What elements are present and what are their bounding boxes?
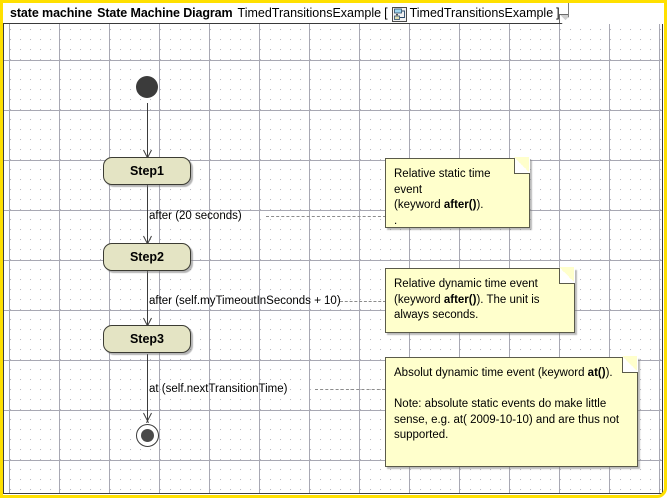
note2-line2-pre: (keyword xyxy=(394,293,444,306)
transition-label-after-dynamic[interactable]: after (self.myTimeoutInSeconds + 10) xyxy=(149,295,341,307)
note-fold-corner xyxy=(622,356,638,373)
transition-line-step3-final[interactable] xyxy=(147,354,148,420)
note-link-3 xyxy=(315,389,385,390)
transition-line-step2-step3[interactable] xyxy=(147,270,148,325)
note2-line-2: (keyword after()). The unit is xyxy=(394,293,565,309)
note-relative-static-time-event[interactable]: Relative static time event (keyword afte… xyxy=(385,157,530,230)
note3-line-3: Note: absolute static events do make lit… xyxy=(394,397,628,413)
note-link-2 xyxy=(340,301,386,302)
note2-line2-post: ). The unit is xyxy=(476,293,540,306)
note2-line-3: always seconds. xyxy=(394,308,565,324)
note1-line2-post: ). xyxy=(476,199,484,211)
diagram-name: TimedTransitionsExample xyxy=(237,6,382,20)
state-step2-label: Step2 xyxy=(129,250,165,264)
initial-state-node[interactable] xyxy=(136,76,158,98)
note3-line-4: sense, e.g. at( 2009-10-10) and are thus… xyxy=(394,413,628,429)
note-fold-corner xyxy=(559,267,575,284)
note3-line5-text: supported. xyxy=(394,429,449,441)
note1-line3-text: . xyxy=(394,214,398,227)
note1-line2-keyword: after() xyxy=(443,199,477,211)
note3-line1-pre: Absolut dynamic time event (keyword xyxy=(394,367,588,379)
transition-arrowhead-final xyxy=(142,413,153,422)
note2-line2-keyword: after() xyxy=(443,293,477,306)
note-link-1 xyxy=(266,216,386,217)
bracket-close: ] xyxy=(556,6,560,20)
note1-line-1: Relative static time event xyxy=(394,167,520,198)
diagram-type-label: State Machine Diagram xyxy=(97,6,233,20)
state-step2[interactable]: Step2 xyxy=(103,243,191,271)
transition-label-after-20-seconds[interactable]: after (20 seconds) xyxy=(149,210,242,222)
note1-line2-pre: (keyword xyxy=(394,199,444,211)
note3-blank-line xyxy=(394,382,628,398)
note3-line-1: Absolut dynamic time event (keyword at()… xyxy=(394,366,628,382)
note1-line-3: . xyxy=(394,214,520,230)
transition-line-step1-step2[interactable] xyxy=(147,185,148,243)
note3-line-5: supported. xyxy=(394,428,628,444)
note3-line1-keyword: at() xyxy=(587,367,606,379)
state-step1[interactable]: Step1 xyxy=(103,157,191,185)
state-step1-label: Step1 xyxy=(129,164,165,178)
state-machine-icon xyxy=(392,7,407,22)
note2-line3-text: always seconds. xyxy=(394,309,479,321)
note3-line4-text: sense, e.g. at( 2009-10-10) and are thus… xyxy=(394,413,620,426)
note1-line1-text: Relative static time event xyxy=(394,168,491,196)
note2-line-1: Relative dynamic time event xyxy=(394,277,565,293)
diagram-keyword: state machine xyxy=(10,6,93,20)
note1-line-2: (keyword after()). xyxy=(394,198,520,214)
note-relative-dynamic-time-event[interactable]: Relative dynamic time event (keyword aft… xyxy=(385,267,575,333)
transition-label-at-next-transition-time[interactable]: at (self.nextTransitionTime) xyxy=(149,383,288,395)
state-step3-label: Step3 xyxy=(129,332,165,346)
final-state-node[interactable] xyxy=(136,424,159,447)
state-step3[interactable]: Step3 xyxy=(103,325,191,353)
bracket-open: [ xyxy=(384,6,388,20)
note-fold-corner xyxy=(514,157,530,174)
diagram-inner-name: TimedTransitionsExample xyxy=(409,6,554,20)
diagram-header-tab[interactable]: state machine State Machine Diagram Time… xyxy=(3,3,569,24)
note3-line1-post: ). xyxy=(605,367,613,379)
note3-line3-text: Note: absolute static events do make lit… xyxy=(394,398,607,410)
note-absolut-dynamic-time-event[interactable]: Absolut dynamic time event (keyword at()… xyxy=(385,356,638,467)
note2-line1-text: Relative dynamic time event xyxy=(394,278,538,290)
